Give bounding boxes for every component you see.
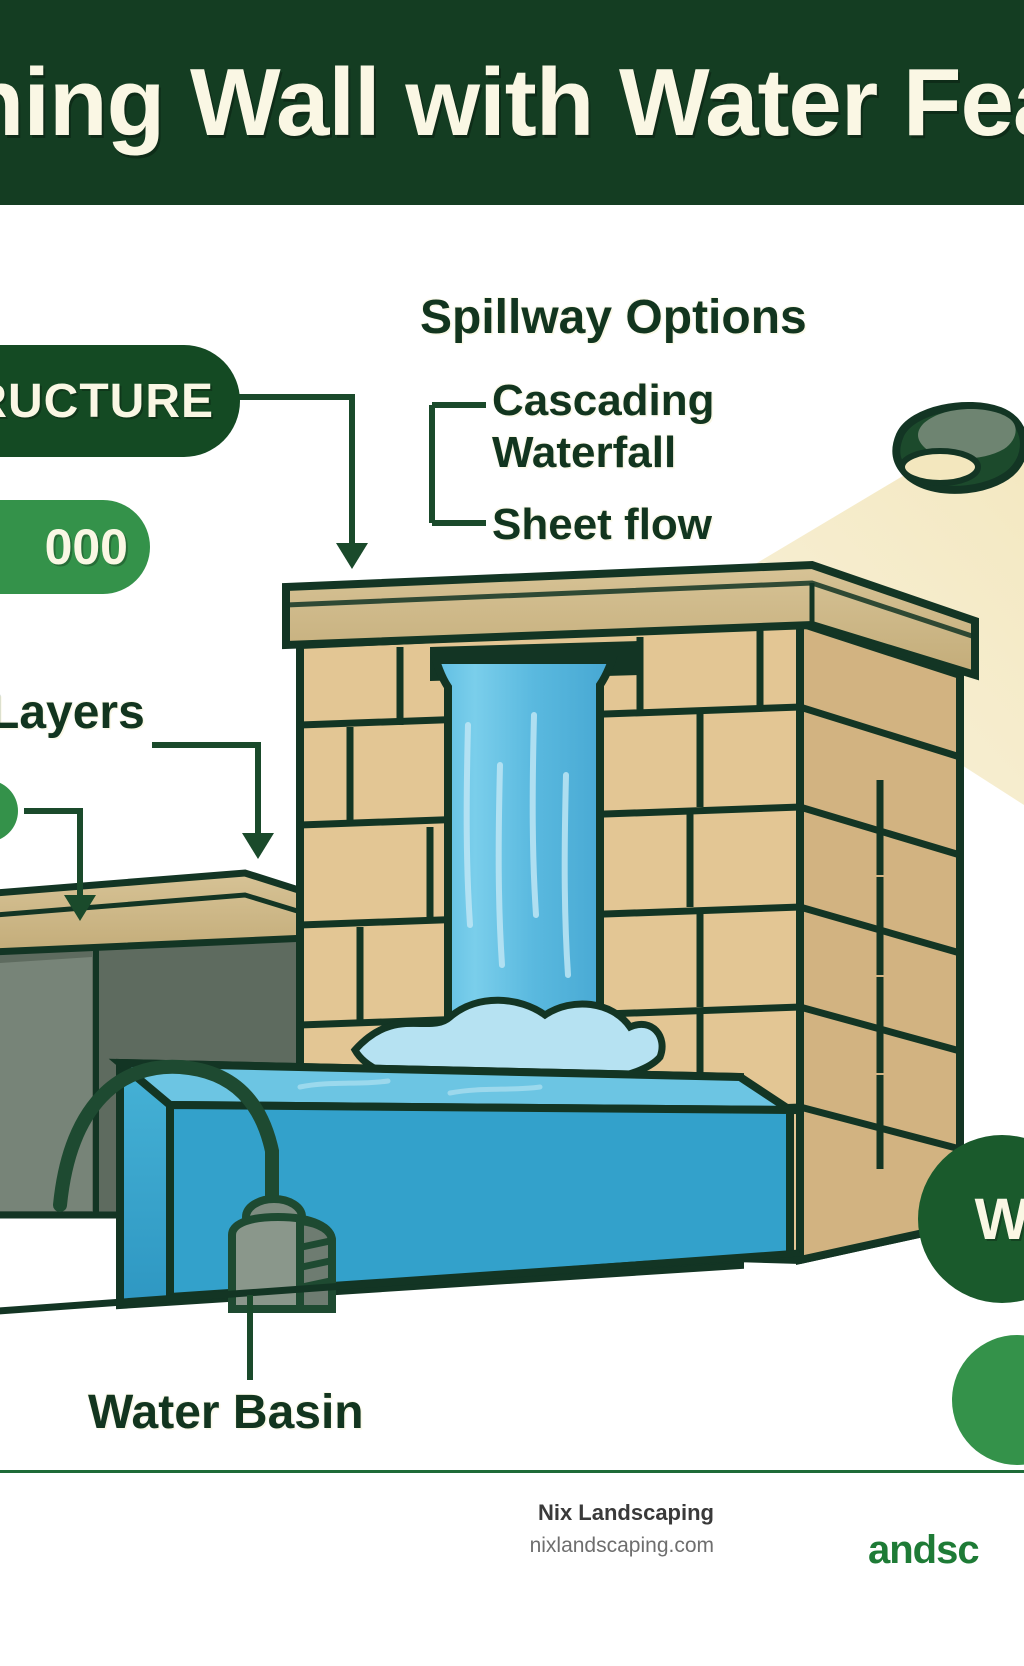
reservoir-box <box>0 869 334 1219</box>
footer-website-url[interactable]: nixlandscaping.com <box>529 1534 714 1557</box>
ground-line <box>0 1249 801 1315</box>
badge-left-circle[interactable] <box>0 780 18 842</box>
water-basin-label: Water Basin <box>88 1386 364 1439</box>
footer: Nix Landscaping nixlandscaping.com andsc <box>0 1470 1024 1666</box>
spillway-options-title: Spillway Options <box>420 291 807 344</box>
badge-structure[interactable]: RUCTURE <box>0 345 240 457</box>
badge-right-dark-circle[interactable]: W <box>918 1135 1024 1303</box>
brick-wall <box>282 560 979 1265</box>
infographic-canvas: RUCTURE 000 W Spillway Options Cascading… <box>0 205 1024 1470</box>
spillway-option-sheet-flow: Sheet flow <box>492 500 713 549</box>
layers-label: Layers <box>0 686 145 739</box>
landscape-light-icon <box>892 401 1024 494</box>
pump-and-hose <box>53 1059 336 1313</box>
waterfall <box>430 656 618 1249</box>
badge-right-dark-label: W <box>974 1186 1024 1252</box>
footer-divider <box>0 1470 1024 1473</box>
badge-structure-label: RUCTURE <box>0 374 214 428</box>
page-title: ining Wall with Water Fea <box>0 48 1024 156</box>
footer-brand-name: Nix Landscaping <box>537 1500 714 1525</box>
light-beam <box>700 455 1024 805</box>
footer-brand-block: Nix Landscaping nixlandscaping.com <box>530 1500 714 1558</box>
water-basin <box>108 1058 804 1310</box>
badge-cost[interactable]: 000 <box>0 500 150 594</box>
spillway-option-cascading-waterfall: Cascading Waterfall <box>492 376 715 477</box>
footer-logo-text: andsc <box>868 1528 980 1572</box>
badge-right-light-circle[interactable] <box>952 1335 1024 1465</box>
header-band: ining Wall with Water Fea <box>0 0 1024 205</box>
water-splash <box>350 996 666 1090</box>
badge-cost-label: 000 <box>44 519 128 575</box>
